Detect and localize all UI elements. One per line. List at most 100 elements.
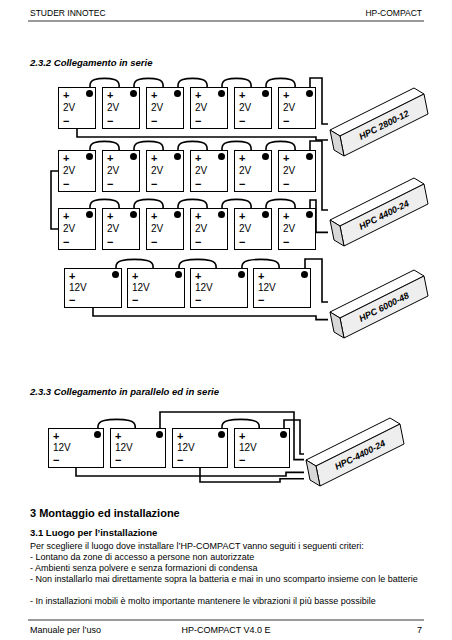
terminal-dot [306, 153, 313, 160]
polarity-sign: + [283, 89, 289, 101]
polarity-sign: + [283, 210, 289, 222]
battery-wire [178, 141, 207, 150]
voltage-label: 2V [195, 165, 207, 177]
bullet-item: - Lontano da zone di accesso a persone n… [30, 552, 425, 563]
battery-wire [134, 199, 163, 208]
footer-rule [28, 620, 424, 621]
polarity-sign: − [239, 115, 245, 127]
battery-box: +2V− [234, 87, 272, 129]
polarity-sign: − [283, 115, 289, 127]
inverter-unit: HPC 4400-24 [328, 170, 432, 250]
inverter-side-face [340, 276, 428, 338]
battery-wire [222, 141, 251, 150]
terminal-dot [130, 211, 137, 218]
terminal-dot [280, 431, 287, 438]
battery-box: +2V− [278, 87, 316, 129]
battery-wire [222, 78, 251, 87]
battery-box: +2V− [234, 150, 272, 192]
bullet-item: - In installazioni mobili è molto import… [30, 596, 425, 607]
battery-wire [179, 259, 216, 268]
battery-box: +2V− [102, 87, 140, 129]
polarity-sign: + [151, 152, 157, 164]
voltage-label: 12V [239, 442, 257, 454]
section-heading: 2.3.3 Collegamento in parallelo ed in se… [30, 386, 370, 397]
battery-box: +2V− [278, 150, 316, 192]
polarity-sign: + [239, 89, 245, 101]
terminal-dot [238, 271, 245, 278]
battery-box: +2V− [190, 150, 228, 192]
terminal-dot [218, 211, 225, 218]
terminal-dot [174, 90, 181, 97]
footer-text: Manuale per l’uso [30, 625, 180, 636]
polarity-sign: − [283, 178, 289, 190]
header-rule [28, 21, 424, 22]
battery-wire [116, 259, 153, 268]
voltage-label: 12V [53, 442, 71, 454]
battery-box: +2V− [58, 87, 96, 129]
bullet-item: - Ambienti senza polvere e senza formazi… [30, 563, 425, 574]
voltage-label: 2V [151, 165, 163, 177]
polarity-sign: − [132, 294, 138, 306]
voltage-label: 2V [151, 223, 163, 235]
polarity-sign: + [63, 152, 69, 164]
polarity-sign: − [239, 454, 245, 466]
section-heading: 2.3.2 Collegamento in serie [30, 57, 330, 68]
battery-wire [51, 171, 58, 229]
section-heading: 3.1 Luogo per l’installazione [30, 527, 370, 538]
voltage-label: 2V [195, 102, 207, 114]
voltage-label: 12V [69, 282, 87, 294]
inverter-end-face [306, 460, 320, 486]
inverter-end-face [330, 220, 344, 246]
polarity-sign: − [53, 454, 59, 466]
battery-wire [98, 419, 135, 428]
header-text: HP-COMPACT [272, 8, 422, 19]
terminal-dot [86, 90, 93, 97]
header-text: STUDER INNOTEC [30, 8, 230, 19]
polarity-sign: + [195, 89, 201, 101]
inverter-side-face [340, 94, 428, 156]
page-number: 7 [372, 625, 422, 636]
polarity-sign: + [63, 210, 69, 222]
voltage-label: 2V [283, 223, 295, 235]
battery-box: +12V− [48, 428, 104, 468]
inverter-unit: HPC 6000-48 [328, 262, 432, 342]
battery-box: +2V− [146, 208, 184, 250]
terminal-dot [130, 90, 137, 97]
terminal-dot [112, 271, 119, 278]
terminal-dot [306, 211, 313, 218]
voltage-label: 2V [63, 165, 75, 177]
polarity-sign: − [195, 115, 201, 127]
voltage-label: 2V [239, 223, 251, 235]
polarity-sign: − [63, 178, 69, 190]
terminal-dot [262, 211, 269, 218]
polarity-sign: + [132, 270, 138, 282]
voltage-label: 2V [63, 223, 75, 235]
battery-wire [242, 259, 279, 268]
battery-wire [266, 141, 295, 150]
polarity-sign: + [177, 430, 183, 442]
polarity-sign: − [195, 236, 201, 248]
battery-wire [134, 141, 163, 150]
terminal-dot [306, 90, 313, 97]
polarity-sign: + [239, 152, 245, 164]
inverter-unit: HPC 2800-12 [328, 80, 432, 160]
terminal-dot [86, 211, 93, 218]
polarity-sign: − [63, 115, 69, 127]
polarity-sign: − [107, 236, 113, 248]
terminal-dot [218, 153, 225, 160]
battery-wire [90, 78, 119, 87]
terminal-dot [301, 271, 308, 278]
battery-box: +2V− [190, 208, 228, 250]
polarity-sign: + [151, 210, 157, 222]
polarity-sign: + [239, 430, 245, 442]
voltage-label: 2V [239, 165, 251, 177]
battery-wire [178, 78, 207, 87]
terminal-dot [218, 90, 225, 97]
bullet-item: - Non installarlo mai direttamente sopra… [30, 574, 425, 585]
polarity-sign: + [151, 89, 157, 101]
battery-box: +2V− [102, 150, 140, 192]
battery-wire [266, 78, 295, 87]
inverter-side-face [316, 424, 404, 486]
voltage-label: 2V [283, 102, 295, 114]
polarity-sign: + [115, 430, 121, 442]
